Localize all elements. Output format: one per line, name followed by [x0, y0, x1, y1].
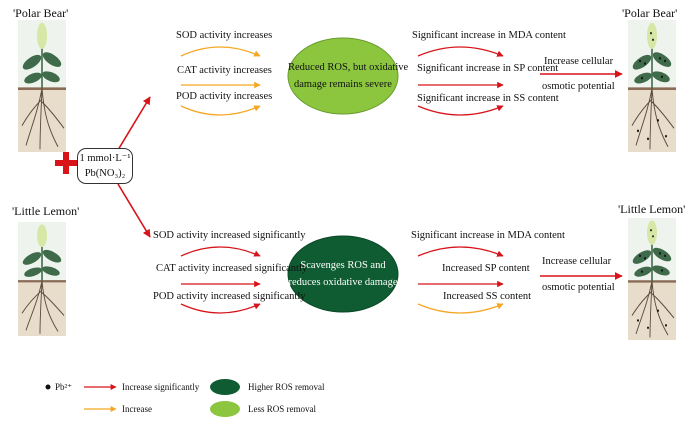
bottom-ss-arrow	[417, 303, 504, 314]
plant-little-lemon-left-icon	[16, 220, 68, 338]
top-outcome-mda: Significant increase in MDA content	[412, 30, 566, 41]
plant-little-lemon-right-icon	[626, 216, 678, 342]
branch-arrow-up	[117, 96, 151, 151]
top-enzyme-pod: POD activity increases	[176, 91, 273, 102]
treatment-compound: Pb(NO₃)₂	[84, 168, 126, 179]
treatment-box: 1 mmol·L⁻¹ Pb(NO₃)₂	[77, 148, 133, 184]
plant-polar-bear-right-icon	[626, 18, 678, 154]
branch-arrow-down	[117, 183, 151, 238]
plant-label-top-left: 'Polar Bear'	[13, 6, 69, 20]
top-outcome-sp: Significant increase in SP content	[417, 63, 559, 74]
top-ellipse-text: Reduced ROS, but oxidative damage remain…	[288, 59, 409, 93]
legend-pb-dot-icon	[45, 384, 51, 390]
plant-label-bottom-right: 'Little Lemon'	[618, 202, 686, 216]
top-mda-arrow	[417, 46, 504, 57]
top-outcome-ss: Significant increase in SS content	[417, 93, 559, 104]
plant-label-top-right: 'Polar Bear'	[622, 6, 678, 20]
top-result-line1: Increase cellular	[544, 56, 614, 67]
top-pod-arrow	[180, 105, 261, 116]
legend-light-ellipse	[210, 401, 240, 417]
plant-polar-bear-left-icon	[16, 18, 68, 154]
legend-increase-label: Increase	[122, 404, 152, 414]
top-result-line2: osmotic potential	[542, 81, 615, 92]
top-enzyme-cat: CAT activity increases	[177, 65, 272, 76]
bottom-result-line1: Increase cellular	[542, 256, 612, 267]
top-ss-arrow	[417, 105, 504, 116]
top-ellipse-line2: damage remains severe	[294, 79, 392, 90]
legend-significant-label: Increase significantly	[122, 382, 200, 392]
bottom-result-line2: osmotic potential	[542, 282, 615, 293]
bottom-enzyme-sod: SOD activity increased significantly	[153, 230, 306, 241]
treatment-concentration: 1 mmol·L⁻¹	[79, 153, 131, 164]
bottom-outcome-ss: Increased SS content	[443, 291, 532, 302]
bottom-pod-arrow	[180, 303, 261, 314]
top-sod-arrow	[180, 46, 261, 57]
top-enzyme-sod: SOD activity increases	[176, 30, 273, 41]
bottom-ellipse-text: Scavenges ROS and reduces oxidative dama…	[288, 257, 398, 291]
top-less-ros-ellipse	[287, 37, 399, 115]
plant-label-bottom-left: 'Little Lemon'	[12, 204, 80, 218]
bottom-outcome-sp: Increased SP content	[442, 263, 530, 274]
bottom-ellipse-line1: Scavenges ROS and	[300, 260, 386, 271]
legend-less-ros-label: Less ROS removal	[248, 404, 316, 414]
bottom-enzyme-pod: POD activity increased significantly	[153, 291, 306, 302]
legend-pb-label: Pb²⁺	[55, 382, 72, 392]
legend-dark-ellipse	[210, 379, 240, 395]
top-ellipse-line1: Reduced ROS, but oxidative	[288, 62, 409, 73]
plus-icon	[55, 152, 77, 174]
bottom-higher-ros-ellipse	[287, 235, 399, 313]
bottom-enzyme-cat: CAT activity increased significantly	[156, 263, 308, 274]
bottom-ellipse-line2: reduces oxidative damage	[288, 277, 398, 288]
bottom-mda-arrow	[417, 246, 504, 257]
bottom-outcome-mda: Significant increase in MDA content	[411, 230, 565, 241]
bottom-sod-arrow	[180, 246, 261, 257]
legend-higher-ros-label: Higher ROS removal	[248, 382, 325, 392]
